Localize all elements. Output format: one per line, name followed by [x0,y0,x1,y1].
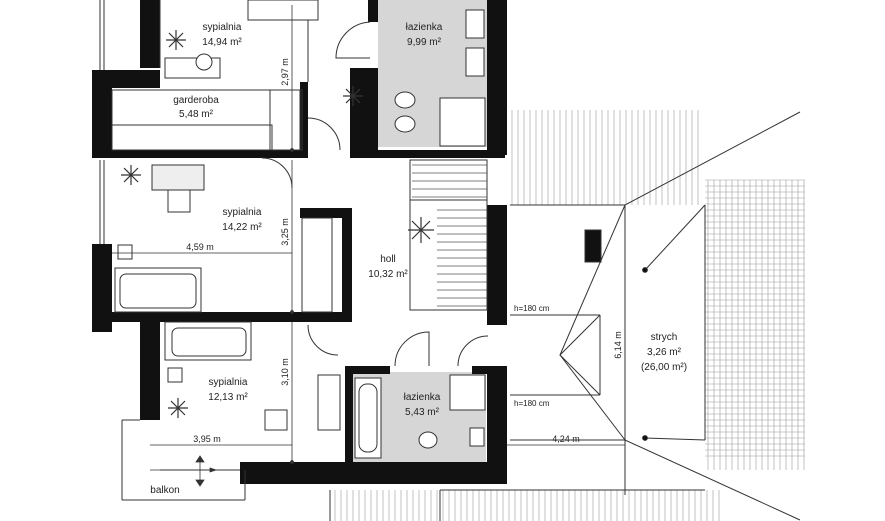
walls [92,0,507,484]
dim-4-24: 4,24 m [552,434,580,444]
bathroom2-area: 5,43 m² [405,407,440,418]
bedroom1-area: 14,94 m² [202,37,242,48]
bedroom2-area: 14,22 m² [222,222,262,233]
bedroom3-name: sypialnia [209,377,248,388]
furniture [114,0,602,459]
roof-hatching [334,110,805,521]
bedroom1-name: sypialnia [203,22,242,33]
height-180-bottom: h=180 cm [514,399,550,408]
dim-3-25: 3,25 m [280,218,290,246]
bedroom3-area: 12,13 m² [208,392,248,403]
doors [261,21,489,367]
attic-area-total: (26,00 m²) [641,362,687,373]
wardrobe-area: 5,48 m² [179,109,214,120]
attic-name: strych [651,332,678,343]
attic-area: 3,26 m² [647,347,682,358]
dim-2-97: 2,97 m [280,58,290,86]
dimension-lines [112,5,648,490]
bathroom1-name: łazienka [406,22,443,33]
bathroom2-name: łazienka [404,392,441,403]
dim-6-14: 6,14 m [613,331,623,359]
staircase [412,164,487,307]
plant-icons [121,30,434,418]
dim-3-95: 3,95 m [193,434,221,444]
bathroom1-area: 9,99 m² [407,37,442,48]
dim-4-59: 4,59 m [186,242,214,252]
hall-name: holl [380,254,396,265]
hall-area: 10,32 m² [368,269,408,280]
wardrobe-name: garderoba [173,95,219,106]
bedroom2-name: sypialnia [223,207,262,218]
dim-3-10: 3,10 m [280,358,290,386]
balcony-name: balkon [150,485,179,496]
height-180-top: h=180 cm [514,304,550,313]
